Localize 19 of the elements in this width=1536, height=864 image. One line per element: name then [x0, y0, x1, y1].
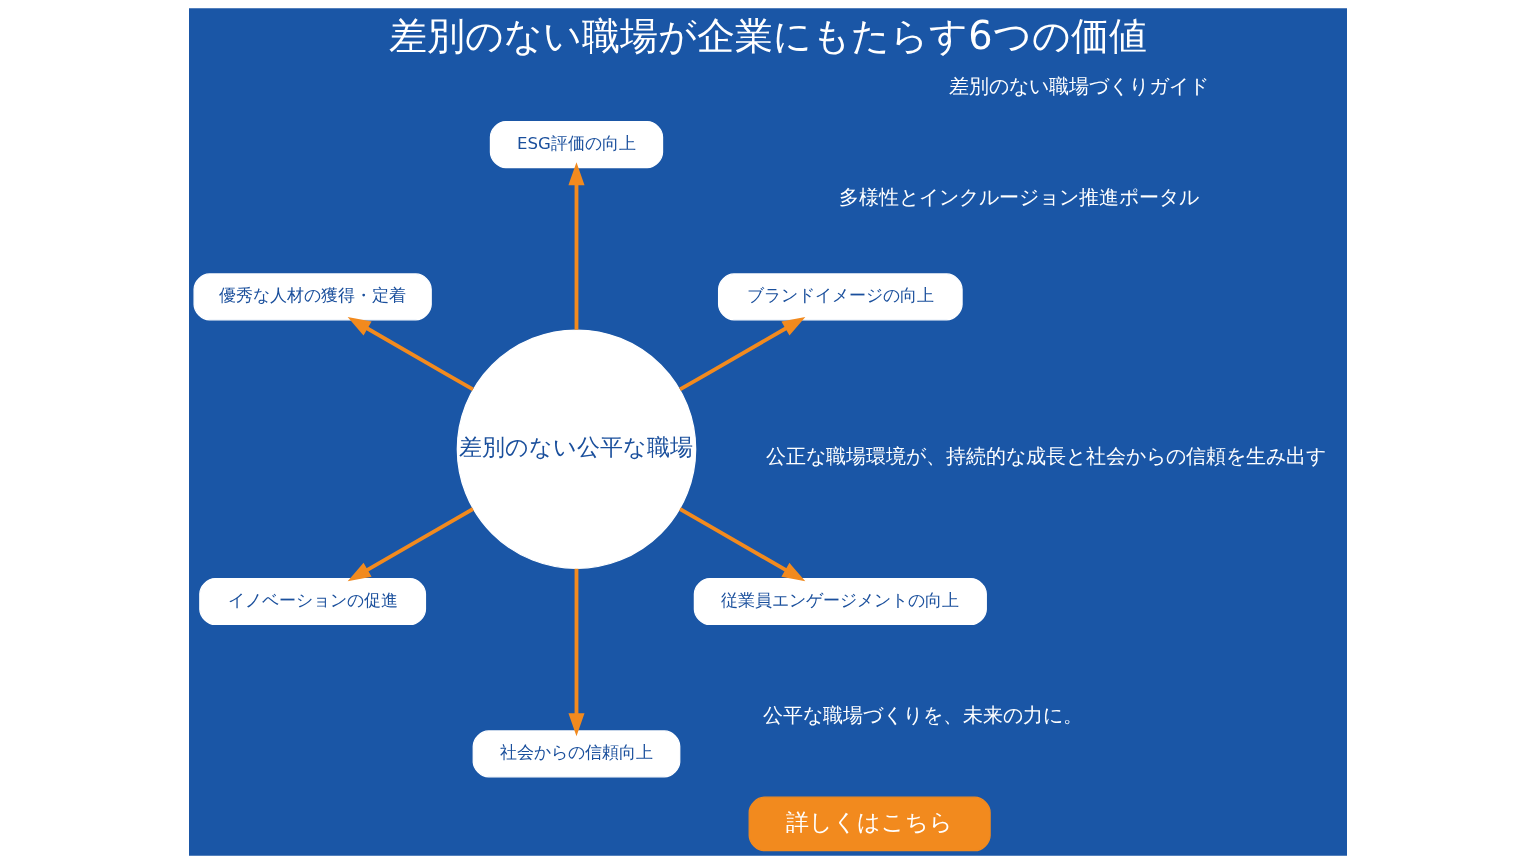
label: 公正な職場環境が、持続的な成長と社会からの信頼を生み出す — [765, 443, 1326, 468]
arrow — [679, 507, 806, 582]
label: 公平な職場づくりを、未来の力に。 — [763, 702, 1084, 727]
label: 多様性とインクルージョン推進ポータル — [838, 185, 1199, 210]
node-box: ESG評価の向上 — [489, 120, 664, 169]
arrow — [568, 568, 585, 737]
node-circle: 差別のない公平な職場 — [456, 329, 697, 570]
label: 詳しくはこちら — [786, 808, 954, 835]
arrow — [347, 317, 474, 392]
label: 差別のない職場づくりガイド — [948, 74, 1209, 99]
node-box: 優秀な人材の獲得・定着 — [193, 273, 432, 321]
node-box: 従業員エンゲージメントの向上 — [693, 577, 987, 626]
node-box: イノベーションの促進 — [199, 577, 427, 626]
node-box: 社会からの信頼向上 — [472, 730, 681, 778]
arrow — [679, 317, 806, 392]
arrow — [347, 507, 474, 582]
diagram-title: 差別のない職場が企業にもたらす6つの価値 — [389, 13, 1147, 58]
arrow — [568, 162, 585, 330]
node-box: ブランドイメージの向上 — [717, 273, 963, 321]
